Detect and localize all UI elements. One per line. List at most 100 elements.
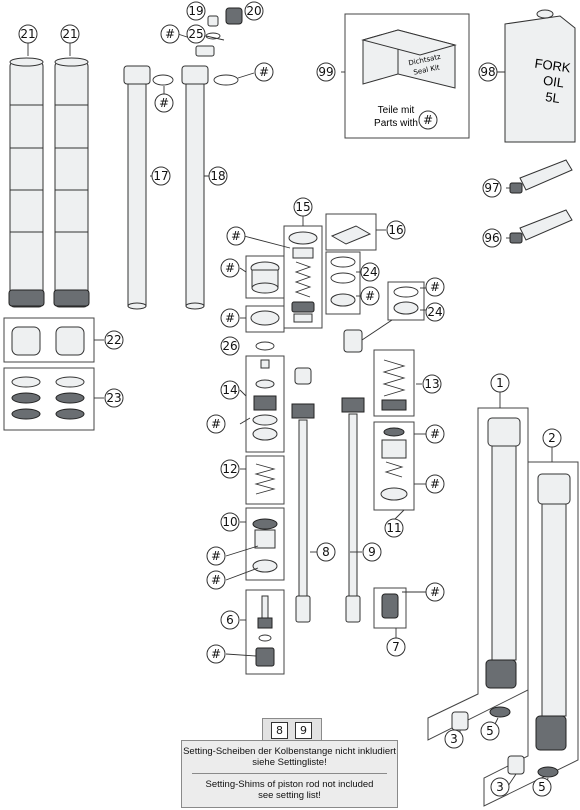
svg-text:2: 2 — [548, 431, 556, 445]
note-de-line2: siehe Settingliste! — [252, 757, 327, 768]
fork-leg-1-frame — [427, 407, 529, 741]
svg-text:3: 3 — [496, 780, 504, 794]
svg-text:#: # — [430, 585, 440, 599]
ring-24-box-b — [387, 281, 425, 321]
nut-5b — [537, 766, 559, 778]
settings-note: Setting-Scheiben der Kolbenstange nicht … — [181, 740, 398, 808]
svg-text:21: 21 — [62, 27, 77, 41]
svg-text:1: 1 — [496, 376, 504, 390]
callout-11: 11 — [384, 518, 404, 538]
seal-group-box — [3, 367, 95, 431]
stack-mid-box — [245, 305, 285, 333]
svg-text:7: 7 — [392, 640, 400, 654]
callout-21a: 21 — [18, 24, 38, 44]
grease-tube-97 — [509, 159, 573, 194]
grease-tube-96 — [509, 209, 573, 244]
callout-hash-11b: # — [425, 474, 445, 494]
callout-96: 96 — [482, 228, 502, 248]
cap-20-part — [225, 7, 243, 25]
callout-12: 12 — [220, 459, 240, 479]
callout-hash-24a: # — [360, 286, 380, 306]
note-de-line1: Setting-Scheiben der Kolbenstange nicht … — [183, 746, 396, 757]
svg-text:6: 6 — [226, 613, 234, 627]
callout-hash-18-ring: # — [254, 62, 274, 82]
callout-15: 15 — [293, 197, 313, 217]
svg-text:#: # — [211, 549, 221, 563]
cap-19-part — [207, 15, 219, 27]
note-header: 8 9 — [262, 718, 322, 742]
svg-text:96: 96 — [484, 231, 499, 245]
callout-26: 26 — [220, 336, 240, 356]
cartridge-rod-8 — [291, 367, 315, 623]
svg-text:97: 97 — [484, 181, 499, 195]
seal-kit-caption-en: Parts with — [374, 118, 418, 129]
callout-98: 98 — [478, 62, 498, 82]
svg-text:8: 8 — [322, 545, 330, 559]
note-en-line1: Setting-Shims of piston rod not included — [205, 779, 374, 790]
washer-25 — [205, 32, 221, 40]
axle-bolt-3b — [507, 755, 525, 775]
bracket-16-part — [330, 225, 372, 245]
svg-text:#: # — [165, 27, 175, 41]
svg-text:#: # — [211, 647, 221, 661]
callout-97: 97 — [482, 178, 502, 198]
bracket-16-box — [325, 213, 377, 251]
svg-text:18: 18 — [210, 169, 225, 183]
svg-text:11: 11 — [386, 521, 401, 535]
svg-text:#: # — [430, 280, 440, 294]
callout-8: 8 — [316, 542, 336, 562]
svg-text:98: 98 — [480, 65, 495, 79]
note-badge-8: 8 — [271, 722, 288, 739]
note-divider — [192, 773, 387, 774]
svg-text:10: 10 — [222, 515, 237, 529]
callout-19: 19 — [186, 1, 206, 21]
inner-tube-17 — [123, 65, 151, 310]
svg-text:16: 16 — [388, 223, 403, 237]
svg-text:19: 19 — [188, 4, 203, 18]
svg-text:21: 21 — [20, 27, 35, 41]
callout-18: 18 — [208, 166, 228, 186]
callout-5b: 5 — [532, 777, 552, 797]
callout-5a: 5 — [480, 721, 500, 741]
seal-kit-caption-de: Teile mit — [378, 105, 415, 116]
ring-24-box-a — [325, 251, 361, 315]
callout-3a: 3 — [444, 729, 464, 749]
svg-text:#: # — [365, 289, 375, 303]
outer-tube-right — [53, 57, 90, 308]
callout-hash-stack-top: # — [220, 258, 240, 278]
oil-can-label-3: 5L — [544, 89, 560, 106]
fork-leg-2 — [535, 473, 571, 751]
outer-tube-left — [8, 57, 45, 308]
svg-text:13: 13 — [424, 377, 439, 391]
svg-text:25: 25 — [188, 27, 203, 41]
svg-text:3: 3 — [450, 732, 458, 746]
oil-can-cap — [536, 9, 554, 19]
callout-10: 10 — [220, 512, 240, 532]
shim-26 — [255, 341, 275, 351]
svg-text:#: # — [430, 477, 440, 491]
callout-3b: 3 — [490, 777, 510, 797]
callout-6: 6 — [220, 610, 240, 630]
bushing-right — [55, 326, 85, 356]
callout-hash-7: # — [425, 582, 445, 602]
fork-leg-1 — [485, 417, 521, 689]
callout-24b: 24 — [425, 302, 445, 322]
callout-hash-14: # — [206, 414, 226, 434]
callout-9: 9 — [362, 542, 382, 562]
svg-text:99: 99 — [318, 65, 333, 79]
callout-1: 1 — [490, 373, 510, 393]
svg-text:17: 17 — [153, 169, 168, 183]
callout-22: 22 — [104, 330, 124, 350]
seal-kit-frame — [344, 13, 470, 139]
stack-14-box — [245, 355, 285, 453]
seal-kit-box-top — [361, 29, 457, 56]
callout-hash-15: # — [226, 226, 246, 246]
callout-7: 7 — [386, 637, 406, 657]
svg-text:#: # — [211, 573, 221, 587]
valve-10-box — [245, 507, 285, 581]
callout-25: 25 — [186, 24, 206, 44]
svg-text:#: # — [211, 417, 221, 431]
o-ring-17 — [152, 74, 174, 86]
oil-can-body — [504, 15, 576, 143]
callout-hash-25: # — [160, 24, 180, 44]
